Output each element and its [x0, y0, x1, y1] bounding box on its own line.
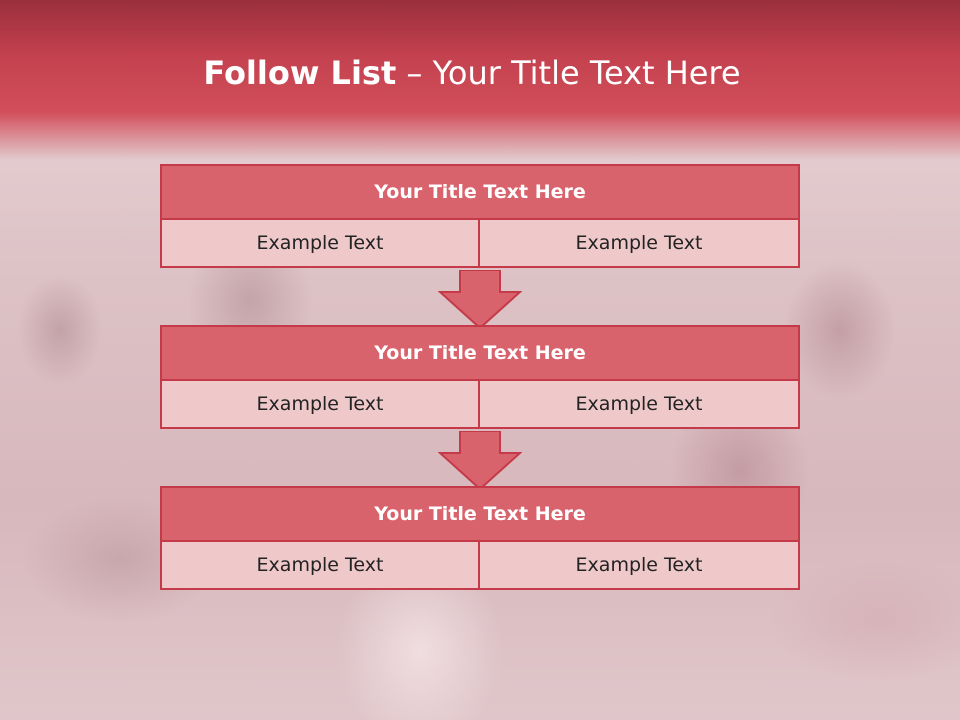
- block-title: Your Title Text Here: [160, 164, 800, 220]
- slide-title-rest: – Your Title Text Here: [396, 54, 741, 92]
- list-block-3: Your Title Text Here Example Text Exampl…: [160, 486, 800, 590]
- list-block-1: Your Title Text Here Example Text Exampl…: [160, 164, 800, 268]
- block-title: Your Title Text Here: [160, 486, 800, 542]
- block-cell-right: Example Text: [480, 220, 800, 268]
- block-cell-left: Example Text: [160, 220, 480, 268]
- block-cell-right: Example Text: [480, 381, 800, 429]
- slide-title: Follow List – Your Title Text Here: [0, 54, 944, 92]
- list-block-2: Your Title Text Here Example Text Exampl…: [160, 325, 800, 429]
- block-title: Your Title Text Here: [160, 325, 800, 381]
- block-cell-left: Example Text: [160, 381, 480, 429]
- slide-title-bold: Follow List: [203, 54, 397, 92]
- block-cell-left: Example Text: [160, 542, 480, 590]
- header-band: [0, 0, 960, 160]
- down-arrow-icon: [438, 270, 522, 330]
- down-arrow-icon: [438, 431, 522, 491]
- block-cell-right: Example Text: [480, 542, 800, 590]
